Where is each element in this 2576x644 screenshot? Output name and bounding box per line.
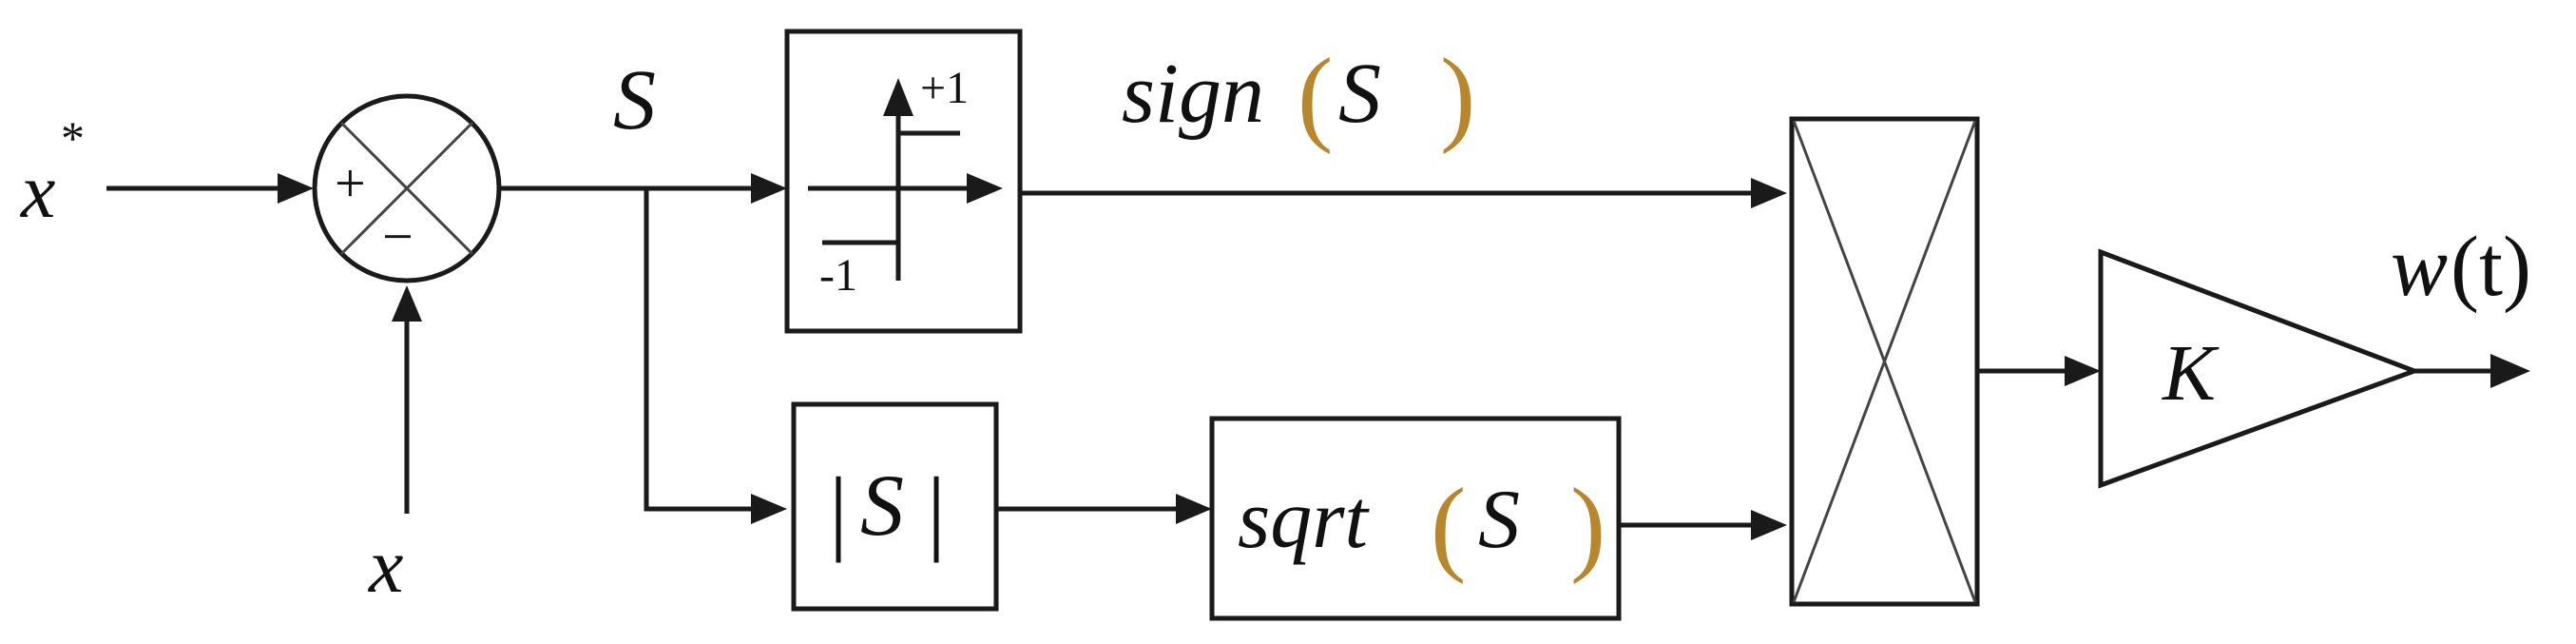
sign-label: sign ( S ) <box>1122 37 1475 155</box>
summing-junction: + − <box>312 93 502 283</box>
relay-axis-arrowhead <box>967 173 1003 204</box>
gain-label: K <box>2162 329 2220 418</box>
setpoint-label: x * <box>20 111 85 234</box>
abs-input-arrowhead <box>751 494 787 524</box>
sqrt-open-paren: ( <box>1431 467 1466 585</box>
setpoint-arrowhead <box>278 173 314 204</box>
sqrt-close-paren: ) <box>1570 467 1605 585</box>
abs-block: | S | <box>791 401 999 612</box>
error-label: S <box>613 53 656 147</box>
multiplier-input-2-arrowhead <box>1751 510 1787 540</box>
sqrt-block: sqrt ( S ) <box>1209 416 1622 621</box>
gain-input-arrowhead <box>2065 356 2101 386</box>
summing-plus-sign: + <box>335 152 366 214</box>
multiplier-cross-line-2 <box>1792 120 1977 603</box>
relay-input-arrowhead <box>751 173 787 204</box>
sign-close-paren: ) <box>1440 37 1475 155</box>
gain-triangle <box>2098 248 2422 489</box>
setpoint-superscript: * <box>61 111 85 165</box>
abs-left-bar: | <box>829 458 848 563</box>
summing-minus-sign: − <box>382 205 413 267</box>
multiplier-input-1-arrowhead <box>1751 178 1787 208</box>
sqrt-func-label: sqrt <box>1238 474 1370 566</box>
gain-block: K <box>2098 248 2422 489</box>
abs-arg-label: S <box>860 457 904 554</box>
branch-wire <box>644 188 756 512</box>
sqrt-block-frame <box>1209 416 1622 621</box>
relay-lower-label: -1 <box>819 250 857 301</box>
output-arrowhead <box>2490 354 2530 388</box>
multiplier-block <box>1789 116 1980 607</box>
abs-right-bar: | <box>927 458 946 563</box>
sqrt-input-arrowhead <box>1176 494 1212 524</box>
sign-open-paren: ( <box>1298 37 1333 155</box>
sign-arg-label: S <box>1338 47 1381 141</box>
output-label: w (t) <box>2391 220 2531 314</box>
sign-func-label: sign <box>1122 47 1264 141</box>
output-symbol: w <box>2391 220 2448 314</box>
relay-vertical-arrowhead <box>883 78 913 116</box>
feedback-label: x <box>368 522 403 609</box>
relay-block: +1 -1 <box>784 29 1023 334</box>
feedback-arrowhead <box>392 285 422 322</box>
sqrt-arg-label: S <box>1478 474 1520 566</box>
summing-cross-line-2 <box>339 121 474 256</box>
setpoint-symbol: x <box>20 147 55 234</box>
relay-upper-label: +1 <box>920 63 969 113</box>
output-argument: (t) <box>2451 220 2531 314</box>
